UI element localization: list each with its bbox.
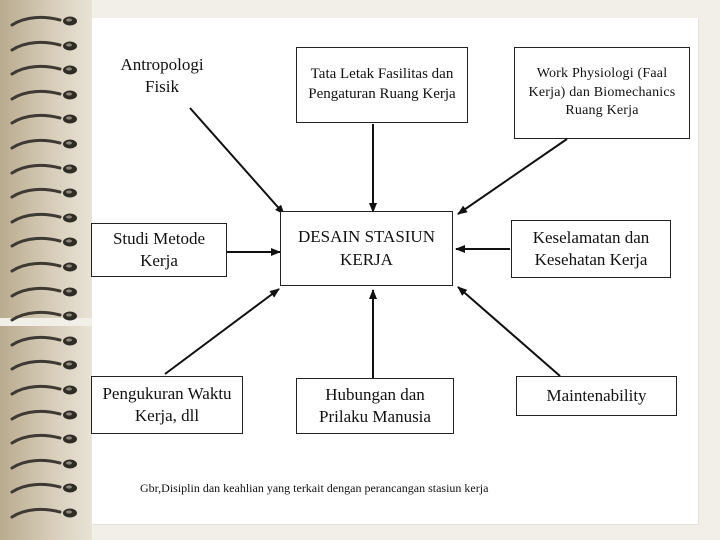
arrow-pengukuran bbox=[164, 288, 280, 375]
node-hubungan-label: Hubungan dan Prilaku Manusia bbox=[319, 384, 431, 426]
spiral-ring bbox=[10, 65, 77, 76]
node-maintenability: Maintenability bbox=[516, 376, 677, 416]
node-keselamatan-label: Keselamatan dan Kesehatan Kerja bbox=[532, 227, 650, 269]
spiral-ring bbox=[10, 89, 77, 101]
spiral-ring bbox=[10, 458, 77, 470]
spiral-ring bbox=[10, 507, 77, 519]
node-maintenability-label: Maintenability bbox=[546, 385, 647, 405]
spiral-ring bbox=[10, 286, 77, 298]
spiral-ring bbox=[10, 261, 77, 273]
node-studi-metode: Studi Metode Kerja bbox=[91, 223, 227, 277]
spiral-ring bbox=[10, 311, 77, 322]
spiral-ring bbox=[10, 434, 77, 445]
spiral-ring bbox=[10, 335, 77, 347]
node-tata-letak: Tata Letak Fasilitas dan Pengaturan Ruan… bbox=[296, 47, 468, 123]
node-pengukuran-label: Pengukuran Waktu Kerja, dll bbox=[102, 383, 232, 425]
node-keselamatan: Keselamatan dan Kesehatan Kerja bbox=[511, 220, 671, 278]
node-work-physiologi: Work Physiologi (Faal Kerja) dan Biomech… bbox=[514, 47, 690, 139]
spiral-ring bbox=[10, 237, 77, 248]
spiral-ring bbox=[10, 15, 77, 27]
node-work-physiologi-label: Work Physiologi (Faal Kerja) dan Biomech… bbox=[528, 66, 676, 119]
spiral-ring bbox=[10, 138, 77, 150]
spiral-ring bbox=[10, 360, 77, 371]
spiral-ring bbox=[10, 188, 77, 199]
arrow-maintenability bbox=[457, 286, 561, 377]
spiral-ring bbox=[10, 163, 77, 175]
spiral-ring bbox=[10, 114, 77, 125]
center-node: DESAIN STASIUN KERJA bbox=[280, 211, 453, 286]
node-studi-metode-label: Studi Metode Kerja bbox=[112, 228, 206, 270]
node-antropologi-label: Antropologi Fisik bbox=[120, 54, 204, 96]
binding-divider bbox=[0, 318, 92, 326]
node-pengukuran: Pengukuran Waktu Kerja, dll bbox=[91, 376, 243, 434]
arrow-antropologi bbox=[189, 107, 285, 215]
spiral-ring bbox=[10, 483, 77, 494]
spiral-ring bbox=[10, 40, 77, 52]
center-node-label: DESAIN STASIUN KERJA bbox=[297, 227, 435, 269]
node-antropologi-fisik: Antropologi Fisik bbox=[97, 47, 227, 105]
spiral-ring bbox=[10, 212, 77, 224]
spiral-ring bbox=[10, 409, 77, 421]
node-hubungan: Hubungan dan Prilaku Manusia bbox=[296, 378, 454, 434]
arrow-work-physiologi bbox=[457, 138, 568, 215]
spiral-ring bbox=[10, 384, 77, 396]
figure-caption: Gbr,Disiplin dan keahlian yang terkait d… bbox=[140, 481, 489, 495]
node-tata-letak-label: Tata Letak Fasilitas dan Pengaturan Ruan… bbox=[308, 66, 456, 102]
